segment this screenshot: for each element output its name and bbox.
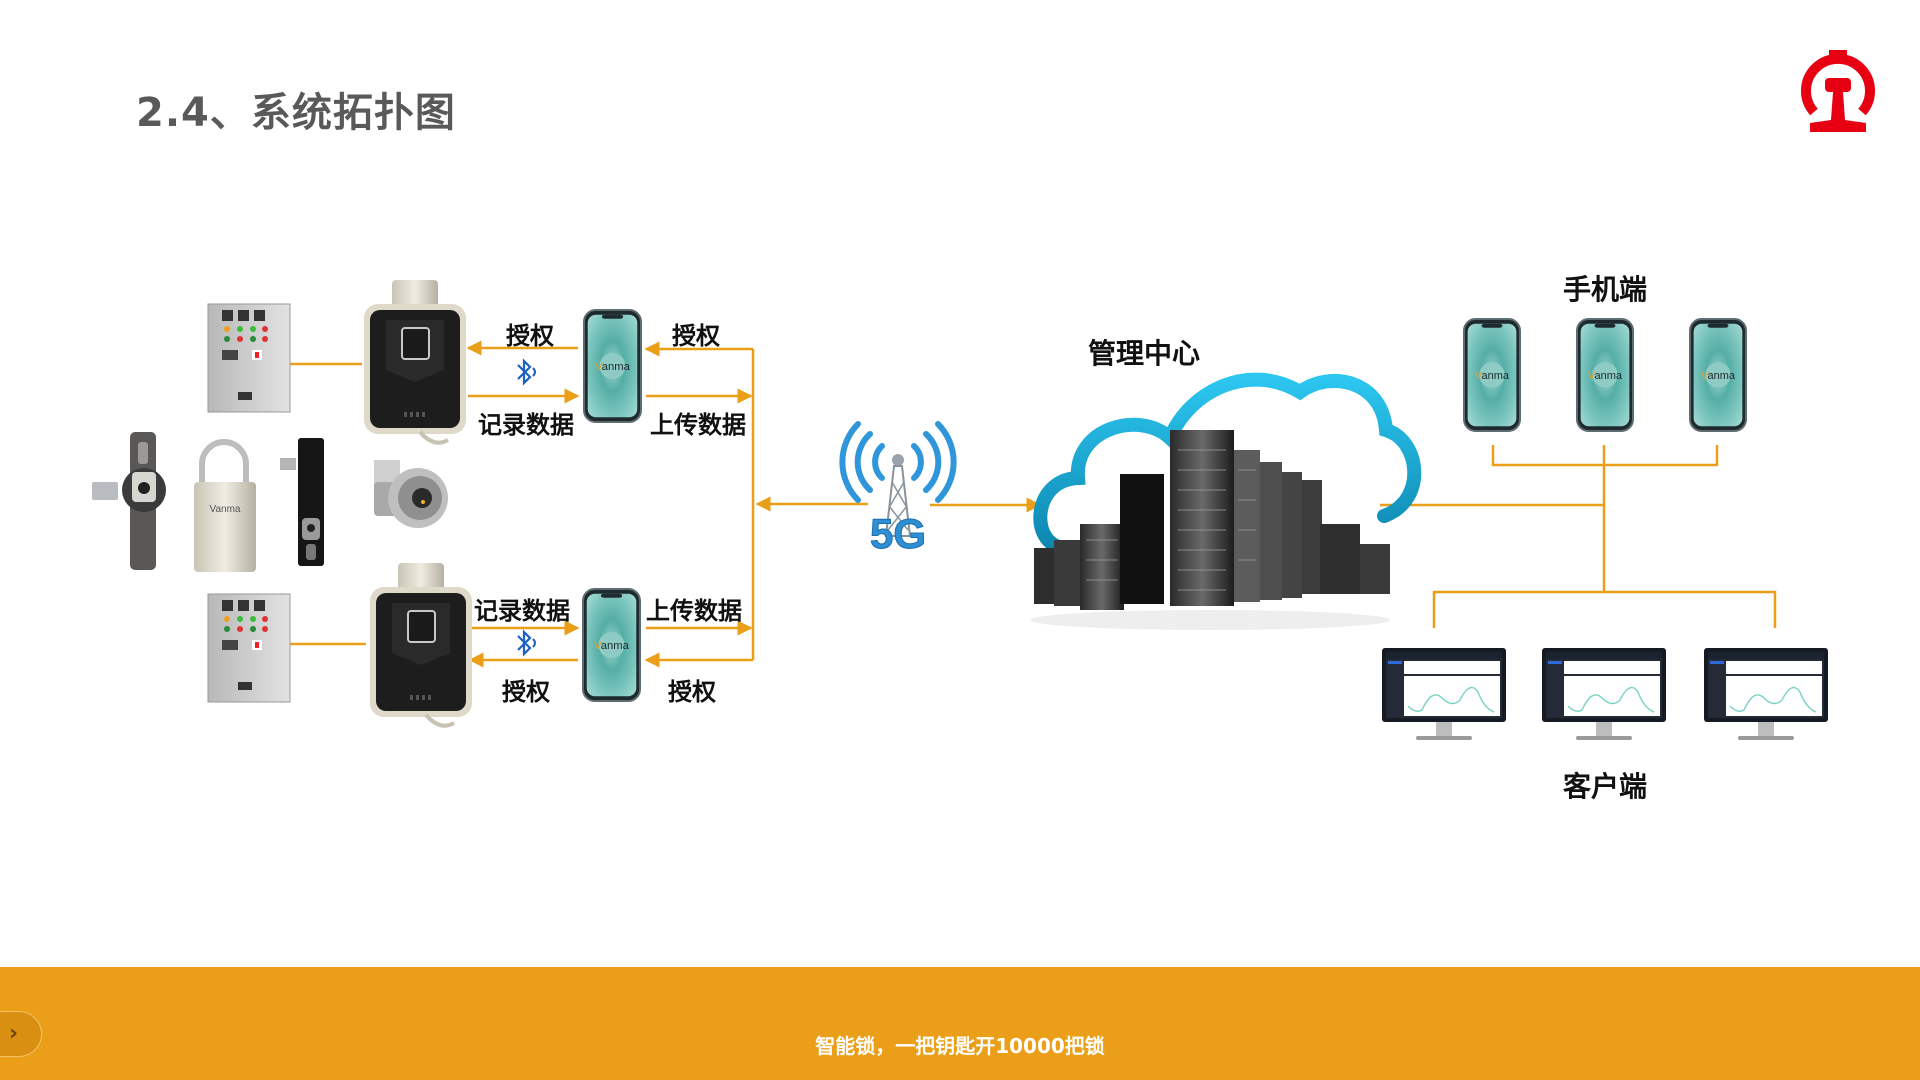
handle-lock: [92, 432, 166, 570]
label-mobile-group: 手机端: [1563, 273, 1648, 306]
label-bottom-net-auth: 授权: [668, 678, 716, 706]
label-top-net-auth: 授权: [672, 322, 720, 350]
label-top-net-upload: 上传数据: [650, 411, 746, 439]
svg-text:Vanma: Vanma: [1475, 370, 1510, 382]
svg-text:Vanma: Vanma: [595, 361, 630, 373]
footer-band: [0, 967, 1920, 1080]
label-management-center: 管理中心: [1088, 337, 1201, 370]
5g-tower-icon: [839, 421, 957, 537]
client-branch: [1432, 590, 1777, 628]
smartphone-top: Vanma: [583, 309, 642, 427]
client-monitor-3: [1704, 648, 1830, 748]
electronic-key-bottom: [370, 563, 472, 728]
label-top-key-record: 记录数据: [478, 411, 574, 439]
label-top-key-auth: 授权: [506, 322, 554, 350]
label-bottom-net-upload: 上传数据: [646, 597, 742, 625]
control-panel-top: [207, 303, 291, 413]
mobile-client-phone-2: Vanma: [1576, 318, 1634, 436]
electronic-key-top: [364, 280, 466, 445]
bluetooth-icon-bottom: [510, 628, 540, 662]
footer-slogan: 智能锁，一把钥匙开10000把锁: [815, 1034, 1105, 1058]
label-client-group: 客户端: [1563, 770, 1648, 803]
client-monitor-2: [1542, 648, 1668, 748]
mobile-client-phone-1: Vanma: [1463, 318, 1521, 436]
padlock-brand: Vanma: [210, 504, 241, 515]
bluetooth-icon-top: [510, 357, 540, 391]
network-5g-label: 5G: [870, 510, 926, 557]
svg-text:Vanma: Vanma: [1701, 370, 1736, 382]
smartphone-bottom: Vanma: [582, 588, 641, 706]
page-title: 2.4、系统拓扑图: [136, 90, 456, 136]
cloud-server-icon: [1030, 372, 1422, 630]
control-panel-bottom: [207, 593, 291, 703]
mobile-branch: [1491, 445, 1719, 467]
chevron-right-icon: ›: [9, 1021, 19, 1046]
next-slide-button[interactable]: ›: [0, 1011, 42, 1057]
client-monitor-1: [1382, 648, 1508, 748]
label-bottom-key-record: 记录数据: [474, 597, 570, 625]
svg-text:Vanma: Vanma: [1588, 370, 1623, 382]
svg-text:Vanma: Vanma: [594, 640, 629, 652]
cam-lock: [374, 460, 448, 528]
padlock: Vanma: [194, 439, 256, 572]
cabinet-lock: [280, 438, 324, 566]
label-bottom-key-auth: 授权: [502, 678, 550, 706]
mobile-client-phone-3: Vanma: [1689, 318, 1747, 436]
